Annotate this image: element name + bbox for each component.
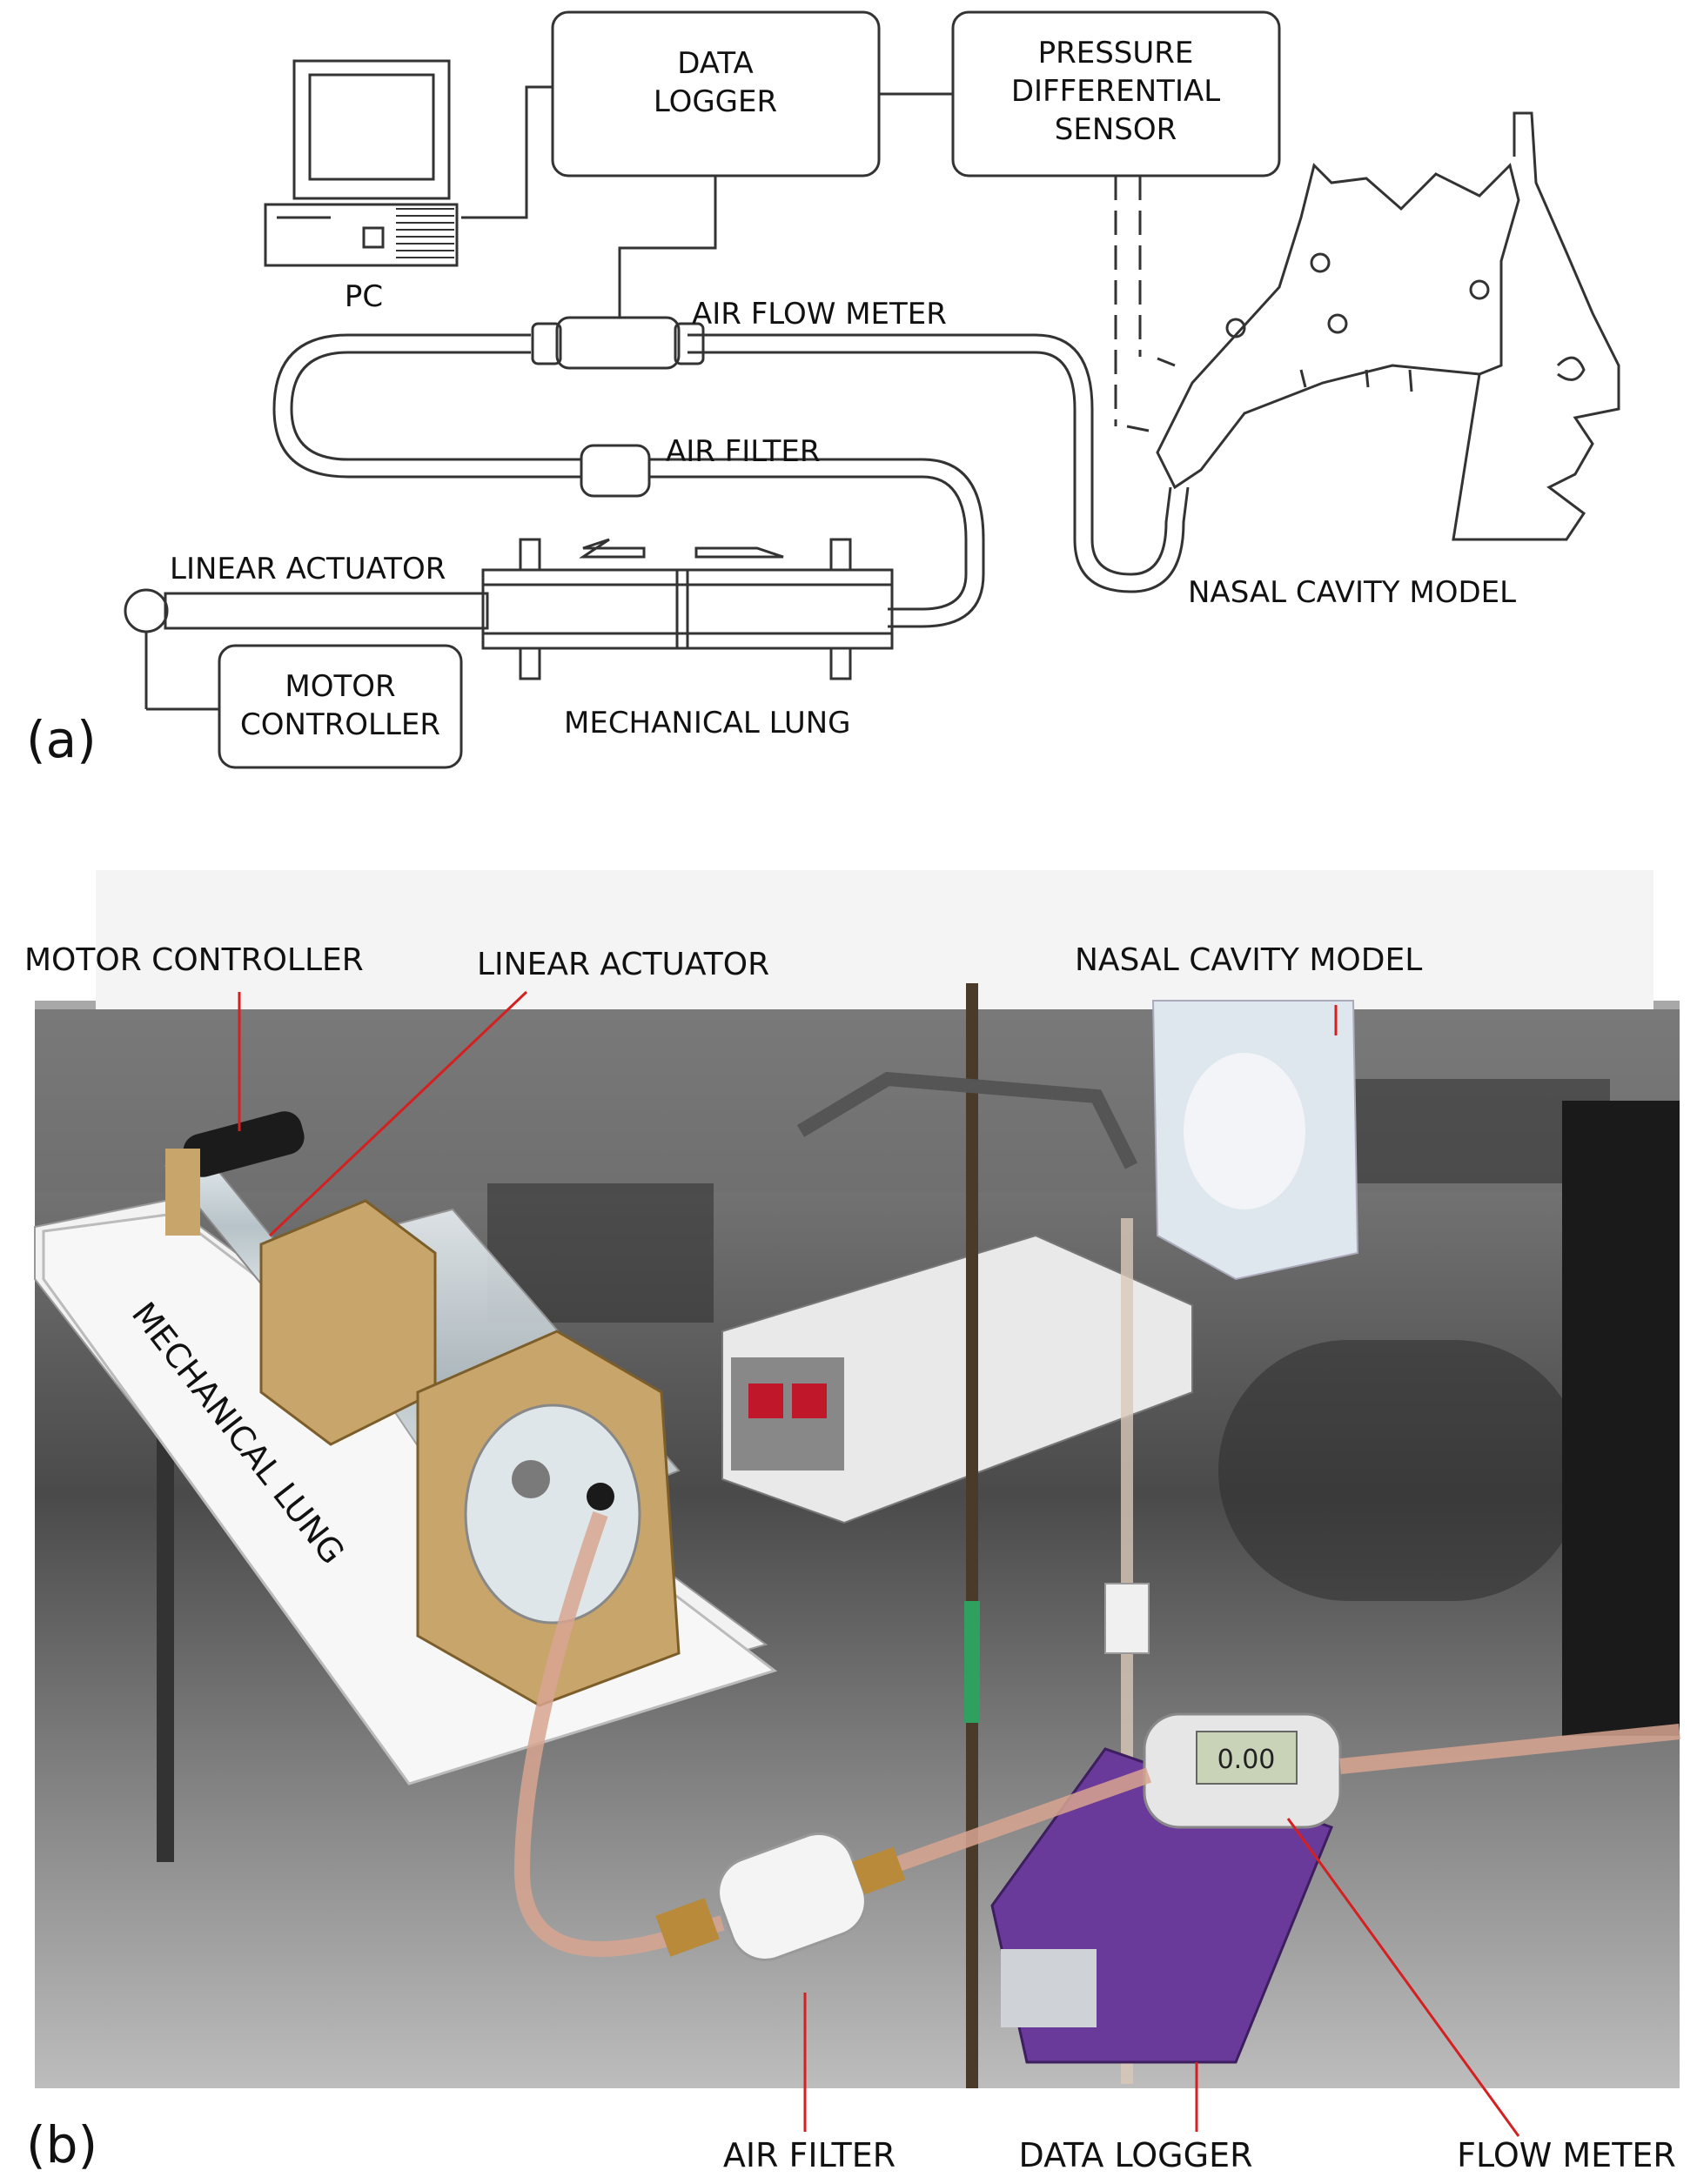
label-b-nasal-cavity-model: NASAL CAVITY MODEL	[1075, 942, 1422, 978]
monitor	[1562, 1101, 1680, 1736]
mechanical-lung-symbol	[481, 538, 894, 680]
air-tube-photo	[513, 1511, 725, 1957]
label-b-linear-actuator: LINEAR ACTUATOR	[477, 947, 769, 982]
linear-actuator-symbol	[124, 588, 489, 711]
photo-panel: 0.00 MOTOR CONTROLLER LINEAR ACTUATOR NA…	[24, 870, 1680, 2174]
label-air-flow-meter: AIR FLOW METER	[692, 297, 947, 332]
nasal-cavity-model	[1151, 1000, 1359, 1281]
flow-meter-display: 0.00	[1217, 1745, 1276, 1775]
air-filter	[655, 1832, 906, 1961]
motor-controller-box	[218, 644, 463, 769]
label-nasal-cavity-model: NASAL CAVITY MODEL	[1188, 575, 1516, 610]
label-mechanical-lung: MECHANICAL LUNG	[564, 706, 851, 740]
air-flow-meter-symbol	[531, 316, 705, 370]
label-pc: PC	[345, 279, 383, 314]
leader-lines	[238, 990, 1520, 2137]
flow-meter: 0.00	[1143, 1712, 1342, 1829]
clamp-stand	[796, 983, 1138, 2088]
pc-icon	[264, 59, 459, 267]
label-b-air-filter: AIR FILTER	[723, 2136, 895, 2174]
sensor-line	[1114, 176, 1142, 426]
label-b-data-logger: DATA LOGGER	[1018, 2136, 1252, 2174]
photo-labels: MOTOR CONTROLLER LINEAR ACTUATOR NASAL C…	[24, 942, 1676, 2174]
label-b-flow-meter: FLOW METER	[1457, 2136, 1676, 2174]
power-supply	[721, 1234, 1193, 1524]
mechanical-lung-cylinder	[259, 1199, 681, 1707]
panel-label-b: (b)	[26, 2115, 97, 2174]
label-b-motor-controller: MOTOR CONTROLLER	[24, 942, 364, 978]
label-air-filter: AIR FILTER	[666, 434, 820, 469]
panel-label-a: (a)	[26, 710, 97, 769]
nasal-cavity-outline	[1126, 111, 1620, 541]
air-tube	[272, 333, 1190, 628]
label-linear-actuator: LINEAR ACTUATOR	[170, 552, 446, 586]
air-filter-symbol	[580, 444, 651, 498]
